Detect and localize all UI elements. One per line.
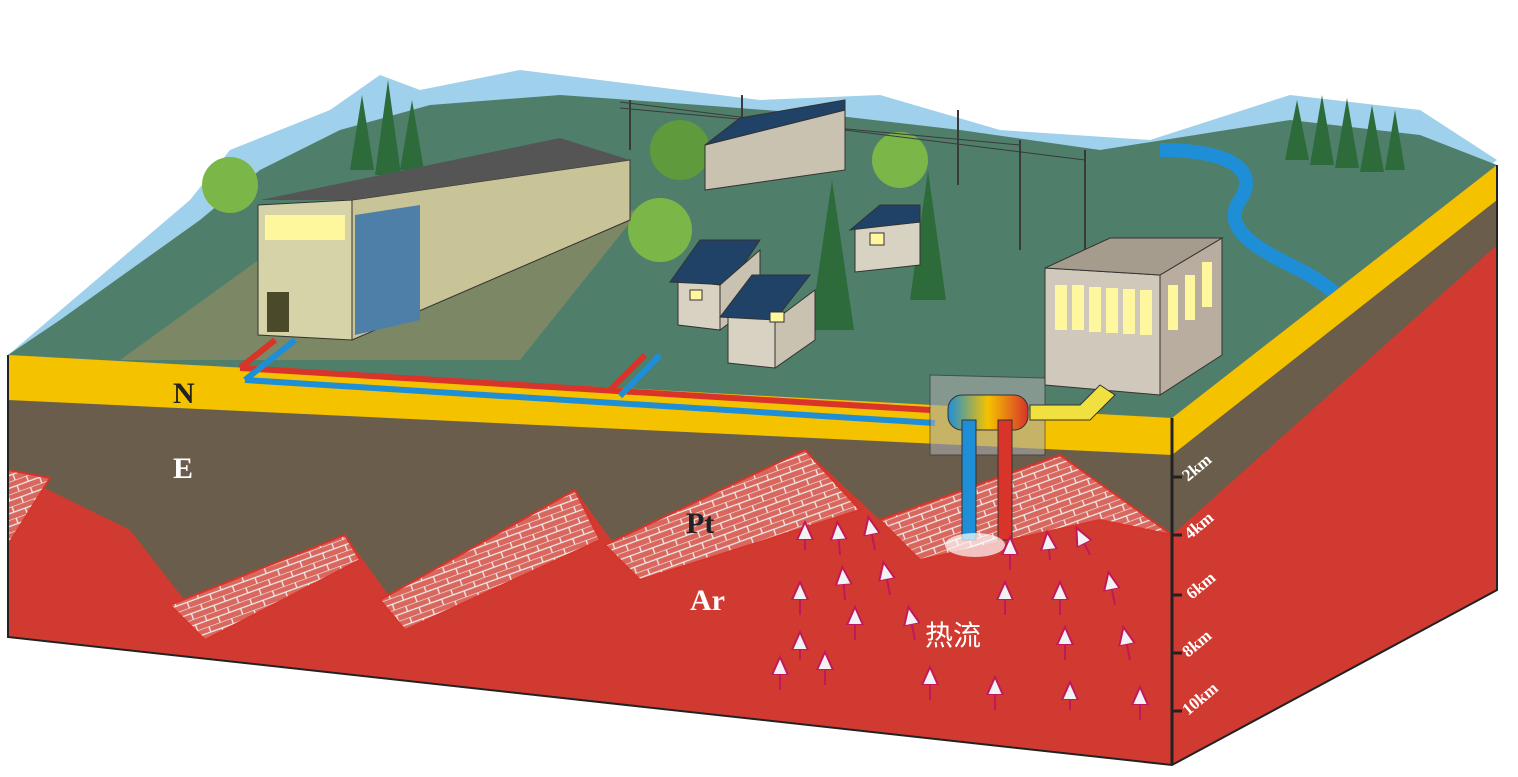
layer-label-pt: Pt [686, 507, 714, 540]
forest [202, 80, 1405, 330]
heat-flow-arrows [780, 525, 1140, 720]
layer-label-ar: Ar [690, 584, 725, 617]
heat-flow-label: 热流 [925, 619, 981, 652]
layer-label-n: N [173, 377, 195, 410]
layer-pt [7, 448, 1173, 642]
factory-building [257, 138, 631, 341]
district-heating-pipes [238, 337, 936, 426]
river [1159, 143, 1354, 301]
layer-n [8, 355, 1172, 455]
power-plant [1044, 237, 1224, 396]
block-outline [7, 165, 1498, 767]
heat-exchanger [929, 374, 1116, 557]
layer-label-e: E [173, 452, 193, 485]
houses [669, 99, 921, 369]
side-yellow [1172, 165, 1497, 455]
